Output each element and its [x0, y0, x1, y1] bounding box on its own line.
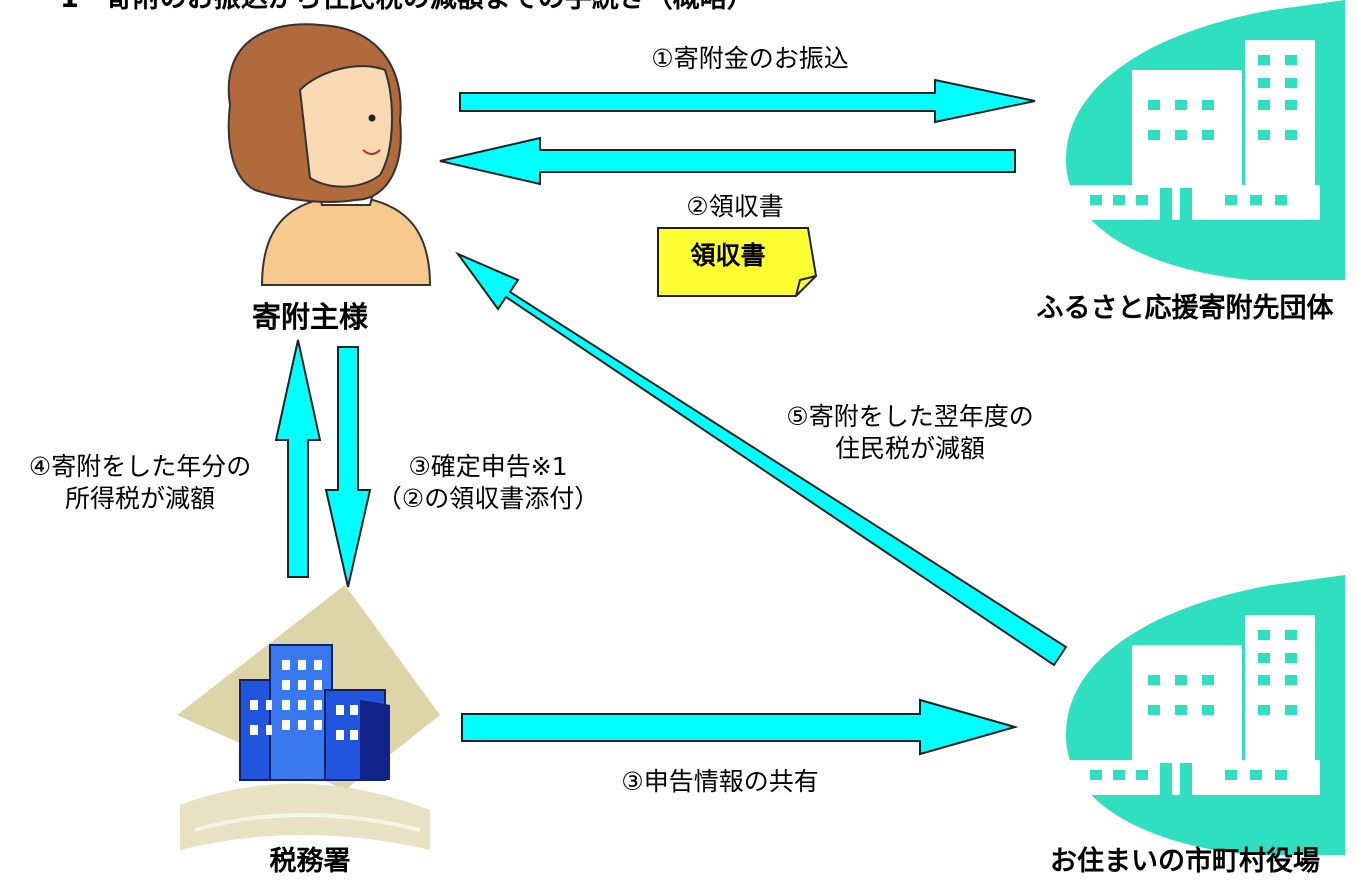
receipt-slip-icon — [657, 227, 818, 297]
city-hall-label: お住まいの市町村役場 — [1050, 846, 1320, 877]
arrow-receipt-return — [439, 136, 1016, 186]
arrow-tax-filing — [324, 346, 372, 588]
tax-office-building-icon — [177, 585, 440, 850]
label-income-tax-line2: 所得税が減額 — [64, 484, 215, 513]
label-resident-tax-line1: ⑤寄附をした翌年度の — [786, 402, 1034, 431]
city-hall-building-icon — [1066, 575, 1345, 855]
donee-label: ふるさと応援寄附先団体 — [1036, 293, 1334, 324]
page-title: 1 寄附のお振込から住民税の減額までの手続き（概略） — [60, 0, 754, 16]
arrow-income-tax-reduction — [274, 339, 322, 578]
label-tax-filing-line1: ③確定申告※1 — [408, 452, 568, 481]
tax-office-label: 税務署 — [269, 846, 351, 877]
label-tax-filing-line2: （②の領収書添付） — [376, 484, 600, 513]
donor-label: 寄附主様 — [251, 300, 368, 334]
donee-building-icon — [1066, 0, 1345, 280]
label-income-tax-line1: ④寄附をした年分の — [28, 452, 252, 481]
arrow-donation-transfer — [459, 78, 1036, 124]
label-info-sharing: ③申告情報の共有 — [621, 767, 819, 796]
receipt-slip-text: 領収書 — [690, 241, 766, 270]
label-donation-transfer: ①寄附金のお振込 — [651, 44, 849, 73]
donor-person-icon — [227, 23, 432, 286]
arrow-info-sharing — [461, 698, 1019, 756]
label-receipt-return: ②領収書 — [686, 192, 784, 221]
arrow-resident-tax-reduction — [455, 251, 1068, 667]
label-resident-tax-line2: 住民税が減額 — [834, 434, 985, 463]
